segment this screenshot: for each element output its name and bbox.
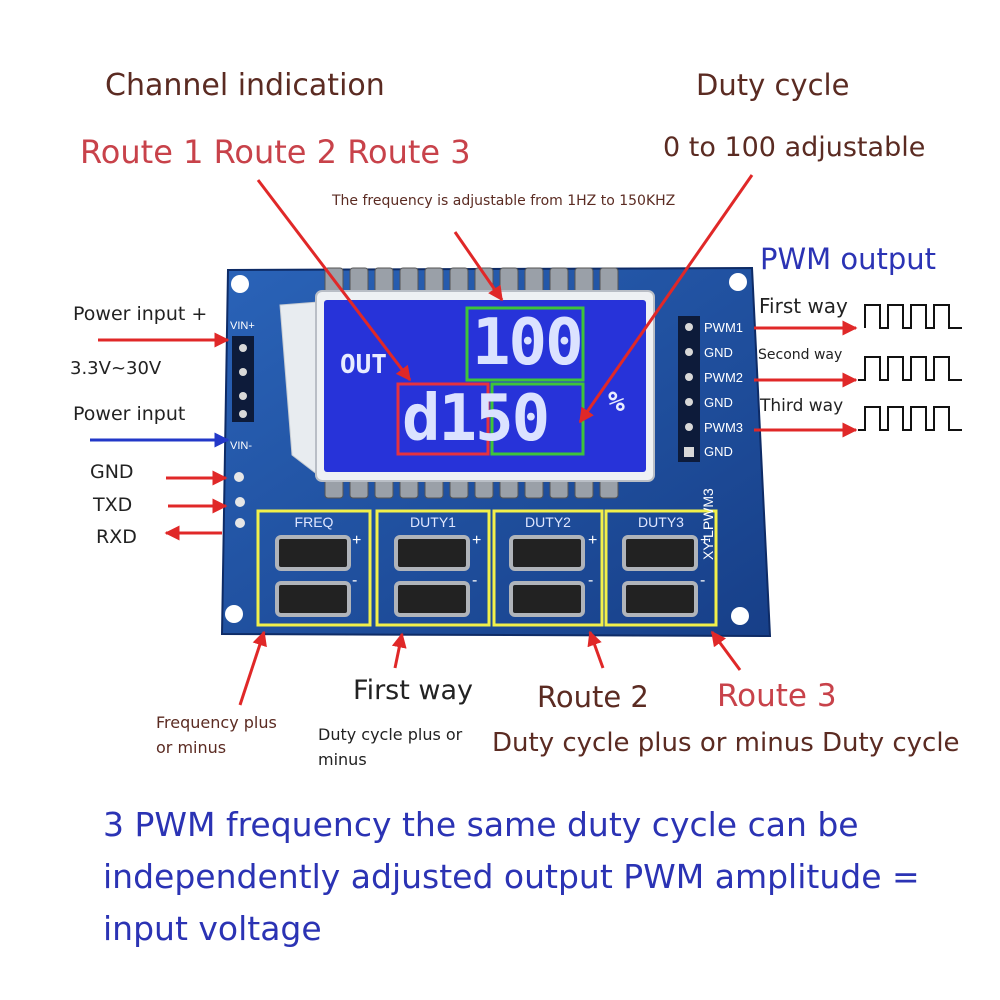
button-group	[256, 509, 718, 627]
svg-text:-: -	[588, 572, 593, 589]
freq-button-arrow	[238, 630, 267, 706]
duty3-button-arrow	[710, 630, 742, 671]
svg-text:-: -	[700, 572, 705, 589]
channel-indication-label: Channel indication	[105, 68, 385, 103]
button-label-duty3: DUTY3	[638, 514, 684, 530]
button-label-duty2: DUTY2	[525, 514, 571, 530]
svg-text:-: -	[352, 572, 357, 589]
third-way-label: Third way	[760, 396, 844, 416]
route2-bottom-label: Route 2	[537, 680, 649, 714]
pin-label-gnd-2: GND	[704, 395, 733, 410]
pwm-output-label: PWM output	[760, 242, 937, 276]
board-model-label: XY-LPWM3	[700, 488, 716, 560]
power-input-plus-label: Power input +	[73, 303, 208, 325]
pin-label-pwm1: PWM1	[704, 320, 743, 335]
gnd-label: GND	[90, 461, 134, 483]
pin-label-gnd-3: GND	[704, 444, 733, 459]
lcd-module	[279, 290, 655, 482]
button-label-freq: FREQ	[294, 514, 334, 530]
first-way-label: First way	[759, 294, 848, 318]
pin-label-vin-plus: VIN+	[230, 320, 255, 332]
first-way-bottom-label: First way	[353, 675, 474, 706]
pin-label-vin-minus: VIN-	[230, 440, 252, 452]
pwm2-waveform	[858, 356, 962, 381]
duty-plus-minus-large-label: Duty cycle plus or minus Duty cycle	[492, 728, 960, 758]
channel-highlight-box	[396, 382, 490, 456]
route3-bottom-label: Route 3	[717, 678, 837, 714]
routes-label: Route 1 Route 2 Route 3	[80, 133, 471, 171]
txd-label: TXD	[93, 494, 133, 516]
button-label-duty1: DUTY1	[410, 514, 456, 530]
svg-text:+: +	[352, 532, 361, 549]
footer-line-1: 3 PWM frequency the same duty cycle can …	[103, 805, 859, 844]
pwm-waveforms	[858, 304, 962, 431]
duty-cycle-label: Duty cycle	[696, 68, 850, 102]
pwm1-waveform	[864, 304, 962, 329]
lcd-percent-sign: %	[608, 385, 625, 418]
lcd-duty-value: 100	[472, 306, 584, 380]
pin-label-pwm3: PWM3	[704, 420, 743, 435]
pwm3-waveform	[858, 406, 962, 431]
power-input-minus-label: Power input	[73, 403, 186, 425]
channel-arrow	[256, 179, 412, 382]
pin-label-gnd-1: GND	[704, 345, 733, 360]
power-pin-header	[232, 336, 254, 422]
duty-highlight-box	[465, 306, 585, 382]
svg-text:+: +	[588, 532, 597, 549]
tactile-switches	[275, 535, 698, 617]
lcd-top-pins	[324, 267, 619, 295]
voltage-label: 3.3V~30V	[70, 358, 162, 379]
footer-line-3: input voltage	[103, 909, 322, 948]
footer-line-2: independently adjusted output PWM amplit…	[103, 857, 920, 896]
duty2-button-arrow	[587, 630, 605, 669]
second-way-label: Second way	[758, 347, 843, 363]
frequency-plus-minus-label: Frequency plus or minus	[156, 713, 277, 757]
svg-text:-: -	[472, 572, 477, 589]
uart-pads	[234, 472, 245, 528]
frequency-range-label: The frequency is adjustable from 1HZ to …	[332, 193, 676, 209]
annotation-arrows	[98, 174, 858, 706]
duty-arrow	[578, 174, 754, 424]
duty-cycle-range-label: 0 to 100 adjustable	[663, 132, 926, 163]
pwm-pin-header	[678, 316, 700, 462]
duty1-button-arrow	[391, 632, 407, 669]
lcd-frequency-value: d150	[402, 382, 550, 456]
button-plus-minus-marks: + - + - + - + -	[352, 532, 709, 589]
svg-text:+: +	[472, 532, 481, 549]
frequency-arrow	[453, 231, 504, 302]
lcd-out-label: OUT	[340, 350, 387, 380]
rxd-label: RXD	[96, 526, 137, 548]
pin-label-pwm2: PWM2	[704, 370, 743, 385]
svg-text:+: +	[700, 532, 709, 549]
duty-plus-minus-small-label: Duty cycle plus or minus	[318, 725, 463, 769]
